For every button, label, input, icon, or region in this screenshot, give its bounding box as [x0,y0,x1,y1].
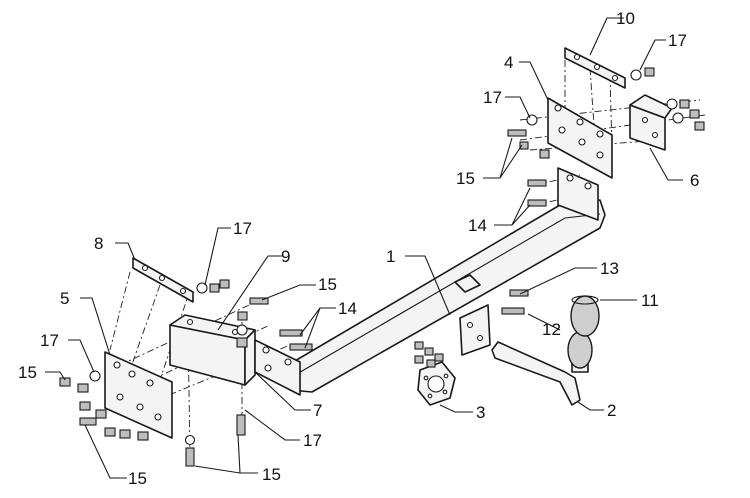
callout-17-left: 17 [40,331,59,350]
callout-15-bottom: 15 [262,465,281,484]
callout-1: 1 [386,247,395,266]
fasteners [59,67,705,467]
callout-15-left: 15 [18,363,37,382]
part-8-bracket-plate [132,257,194,303]
callout-17-top-right: 17 [668,31,687,50]
callout-15-right: 15 [456,169,475,188]
callout-15-mid: 15 [318,275,337,294]
assembly-centerlines [109,60,706,456]
callout-17-bottom: 17 [303,431,322,450]
part-3-socket-plate [417,361,456,406]
callout-2: 2 [607,401,616,420]
callout-3: 3 [476,403,485,422]
callout-17-mid: 17 [233,219,252,238]
callout-7: 7 [313,401,322,420]
part-10-top-plate [564,47,626,89]
callout-15-bottom-left: 15 [128,469,147,488]
callout-11: 11 [641,291,659,310]
callout-9: 9 [281,247,290,266]
callout-6: 6 [690,171,699,190]
part-6-angle-bracket [629,94,673,151]
part-11-ball-cap [570,295,600,337]
callout-17-upper: 17 [483,88,502,107]
callout-14-lower: 14 [338,299,357,318]
callout-labels: 1 2 3 4 5 6 7 8 9 10 11 12 13 14 14 15 1… [18,9,699,488]
callout-8: 8 [94,234,103,253]
leader-lines [45,17,683,479]
part-1-main-crossbar [254,167,606,396]
callout-4: 4 [504,53,513,72]
callout-5: 5 [60,289,69,308]
callout-10: 10 [616,9,635,28]
callout-12: 12 [542,320,561,339]
part-2-tow-ball-neck [491,331,593,406]
callout-13: 13 [600,259,619,278]
callout-14-upper: 14 [468,216,487,235]
part-5-left-mounting-plate [104,351,173,439]
part-4-right-mounting-plate [547,97,613,179]
